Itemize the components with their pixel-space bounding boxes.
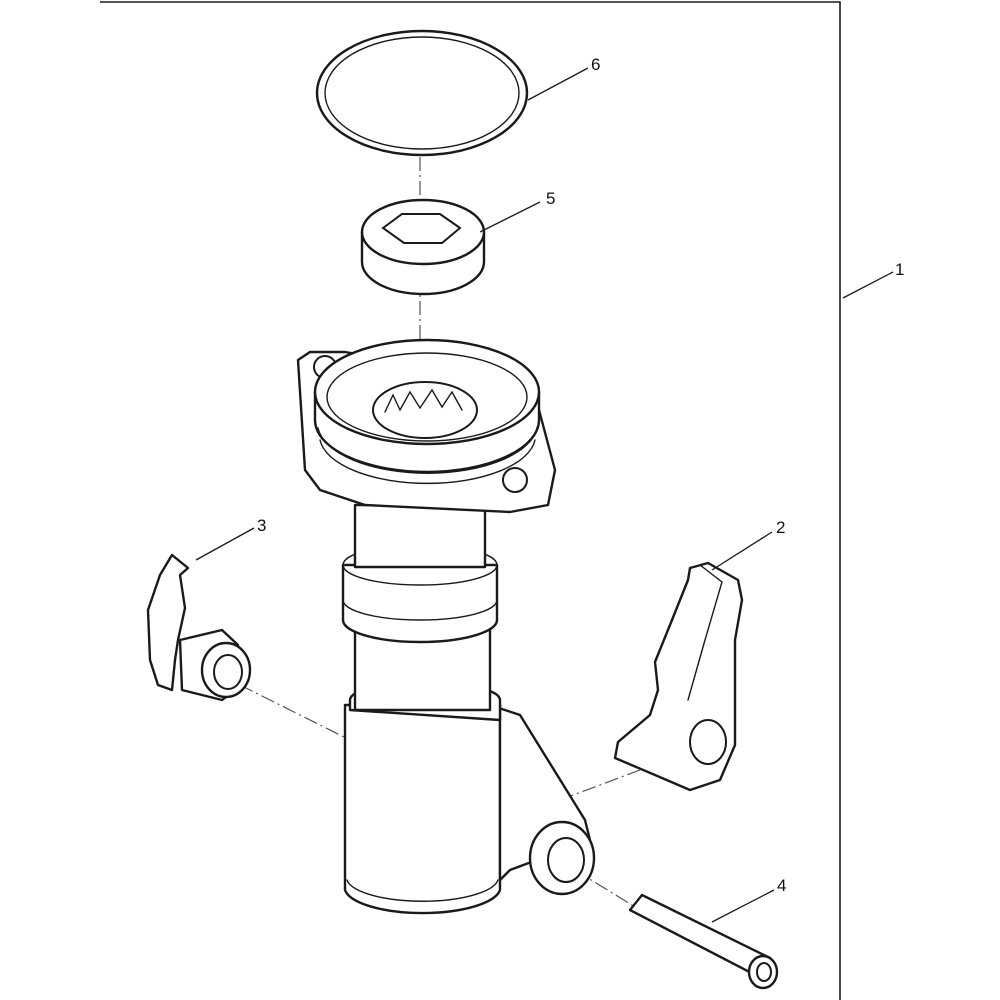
part-3-left-bracket (146, 553, 252, 702)
callout-1: 1 (895, 260, 904, 279)
pin-axis-line-left (239, 684, 351, 741)
leader-line-3 (195, 527, 255, 561)
leader-line-6 (527, 67, 589, 101)
leader-line-5 (479, 201, 541, 233)
leader-line-2 (711, 531, 773, 571)
assembly-frame (100, 1, 841, 1000)
part-5-hex-bushing (360, 198, 486, 296)
leader-line-4 (711, 889, 775, 923)
part-4-pin (628, 893, 779, 990)
pin-axis-line-right (559, 769, 641, 801)
callout-3: 3 (257, 516, 266, 535)
callout-5: 5 (546, 189, 555, 208)
callout-6: 6 (591, 55, 600, 74)
part-2-right-cam-lever (613, 561, 744, 792)
part-1-main-housing (296, 338, 596, 915)
callout-4: 4 (777, 876, 786, 895)
callout-2: 2 (776, 518, 785, 537)
leader-line-1 (842, 271, 894, 299)
part-6-o-ring (315, 29, 529, 157)
